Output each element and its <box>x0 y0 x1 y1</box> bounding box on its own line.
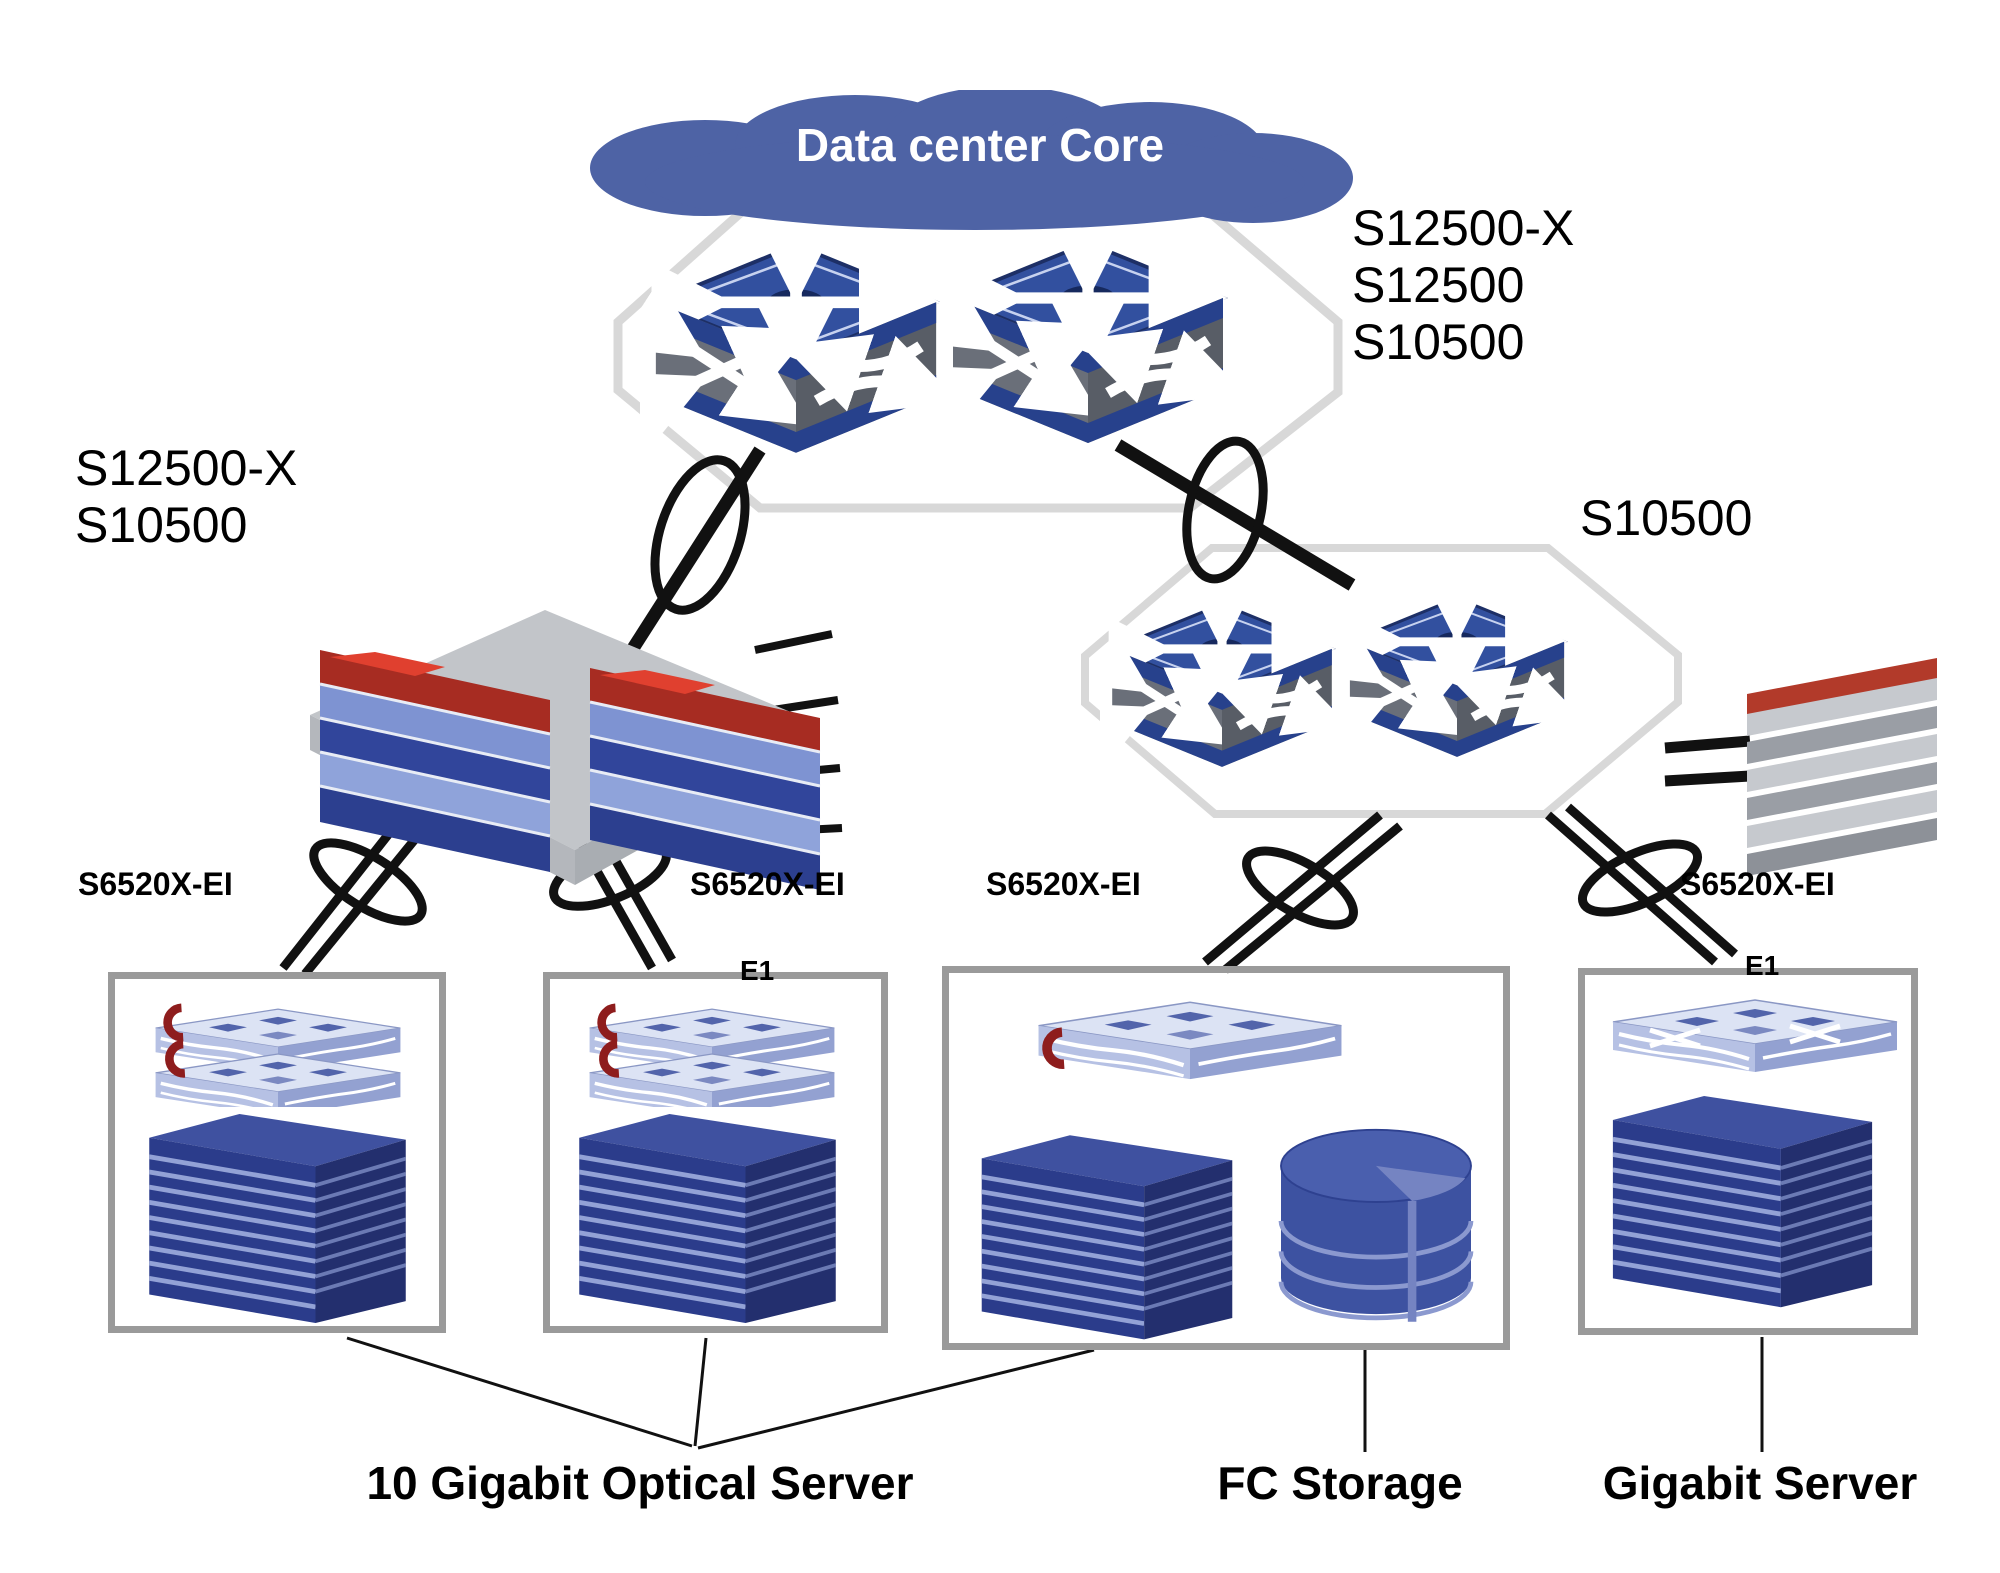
chassis-stack-icon <box>310 610 821 890</box>
access-switch-stack-icon <box>582 1003 842 1107</box>
access-model-label-3: S6520X-EI <box>986 866 1141 902</box>
link-aggregation-ring-icon <box>1242 846 1358 930</box>
left-agg-model-2: S10500 <box>75 497 248 553</box>
link-aggregation-ring-icon <box>309 838 427 926</box>
access-switch-stack-icon <box>148 1003 408 1107</box>
link-aggregation-ring-icon <box>650 455 750 615</box>
right-aggregation-model: S10500 <box>1580 490 1753 546</box>
link-aggregation-ring-icon <box>1182 436 1268 584</box>
link-aggregation-ring-icon <box>1577 839 1703 917</box>
data-center-cloud-icon <box>590 90 1353 230</box>
aggregation-switch-icon <box>1338 594 1576 761</box>
access-switch-icon <box>1605 995 1905 1087</box>
label-fragment: E1 <box>1745 950 1780 981</box>
left-agg-model-1: S12500-X <box>75 440 298 496</box>
access-model-label-4: S6520X-EI <box>1680 866 1835 902</box>
aggregation-switch-icon <box>1100 600 1344 771</box>
server-group-box-4 <box>1578 968 1918 1335</box>
server-tower-icon <box>565 1090 850 1328</box>
link-rightagg-to-box4 <box>1545 803 1738 966</box>
server-tower-icon <box>962 1112 1252 1344</box>
core-model-1: S12500-X <box>1352 200 1575 256</box>
footer-pointer-lines <box>346 1336 1764 1452</box>
core-switch-icon <box>640 240 952 458</box>
server-group-box-2 <box>543 972 888 1333</box>
link-core-to-right-agg <box>1114 439 1356 591</box>
access-model-label-2: S6520X-EI <box>690 866 845 902</box>
cloud-title: Data center Core <box>795 119 1165 171</box>
fc-storage-disk-icon <box>1262 1102 1490 1340</box>
footer-label-gigabit-server: Gigabit Server <box>1602 1457 1918 1509</box>
core-model-3: S10500 <box>1352 314 1525 370</box>
label-fragment: E1 <box>740 955 775 986</box>
access-model-label-1: S6520X-EI <box>78 866 233 902</box>
server-tower-icon <box>135 1090 420 1328</box>
left-aggregation-model-list: S12500-X S10500 <box>75 440 297 554</box>
link-rightagg-to-rack <box>1664 735 1751 787</box>
server-group-box-3 <box>942 966 1510 1350</box>
core-model-2: S12500 <box>1352 257 1525 313</box>
server-group-box-1 <box>108 972 446 1333</box>
footer-label-fc-storage: FC Storage <box>1217 1457 1463 1509</box>
access-switch-icon <box>1030 998 1350 1094</box>
core-switch-icon <box>938 238 1238 448</box>
link-rightagg-to-box3 <box>1202 811 1403 974</box>
footer-label-optical-server: 10 Gigabit Optical Server <box>366 1457 914 1509</box>
core-model-list: S12500-X S12500 S10500 <box>1352 200 1574 371</box>
server-rack-icon <box>1747 658 1937 876</box>
server-tower-icon <box>1595 1072 1890 1312</box>
